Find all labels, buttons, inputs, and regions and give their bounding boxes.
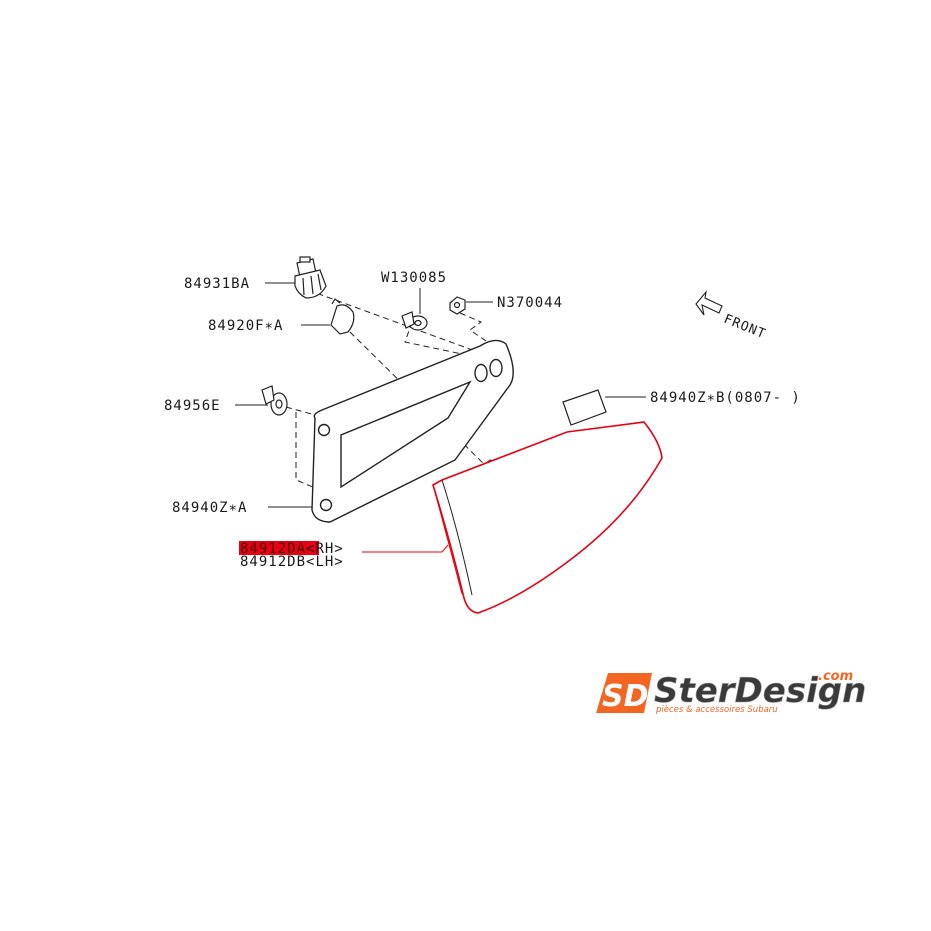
label-84940zb: 84940Z∗B(0807- ) [650, 390, 801, 406]
front-arrow: FRONT [695, 290, 769, 342]
part-labels: 84931BA 84920F∗A 84956E 84940Z∗A W130085… [164, 270, 801, 570]
sticker-icon [562, 389, 607, 426]
lamp-assembly [432, 421, 663, 614]
label-84940za: 84940Z∗A [172, 500, 247, 516]
logo-mark-icon [596, 673, 652, 713]
socket-icon [294, 256, 327, 299]
label-84912db-side: <LH> [306, 554, 344, 570]
screw-w-icon [401, 311, 428, 331]
logo-tagline: pièces & accessoires Subaru [655, 704, 778, 715]
logo-name: SterDesign [654, 671, 866, 711]
front-arrow-icon [695, 290, 723, 316]
label-84912db[interactable]: 84912DB<LH> [240, 554, 344, 570]
screw-icon [261, 385, 288, 416]
nut-icon [449, 296, 466, 315]
logo-domain: .com [818, 669, 853, 684]
label-n370044: N370044 [497, 295, 563, 311]
gasket-frame [311, 339, 514, 523]
front-label: FRONT [722, 312, 769, 342]
lamp-outline [432, 421, 663, 614]
label-84912da-side: <RH> [306, 541, 344, 557]
label-84912da[interactable]: 84912DA<RH> [240, 541, 344, 557]
label-84956e: 84956E [164, 398, 221, 414]
bulb-icon [330, 298, 355, 335]
sterdesign-logo[interactable]: SD SterDesign .com pièces & accessoires … [596, 669, 867, 715]
label-84912db-code[interactable]: 84912DB [240, 554, 306, 570]
label-84912da-code[interactable]: 84912DA [240, 541, 306, 557]
label-84931ba: 84931BA [184, 276, 250, 292]
label-w130085: W130085 [381, 270, 447, 286]
label-84920fa: 84920F∗A [208, 318, 283, 334]
logo-mark: SD [602, 679, 649, 714]
leader-lines [235, 282, 646, 553]
label-highlight [239, 541, 319, 555]
